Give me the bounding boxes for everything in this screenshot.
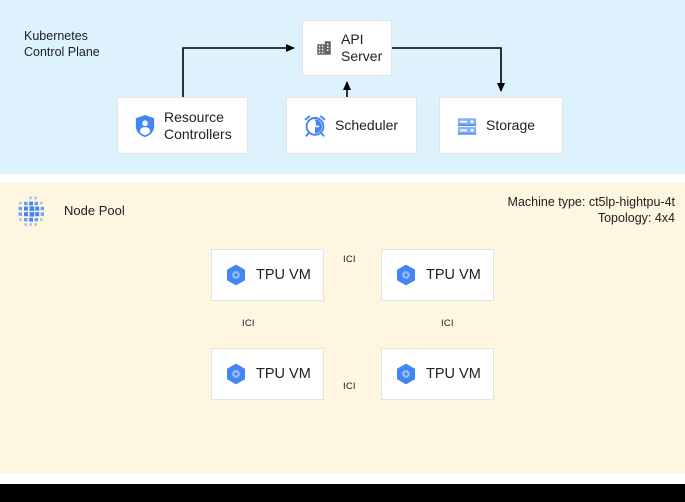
card-tpu-vm-3[interactable]: TPU VM [381,348,494,400]
machine-metadata: Machine type: ct5lp-hightpu-4t Topology:… [508,194,675,226]
card-resource-controllers-label: Resource Controllers [164,108,232,142]
tpu-hexagon-icon [226,363,246,385]
card-tpu-vm-1[interactable]: TPU VM [381,249,494,301]
topology-text: Topology: 4x4 [597,211,675,225]
node-pool-panel [0,183,685,473]
card-tpu-vm-1-label: TPU VM [426,266,481,283]
card-resource-controllers[interactable]: Resource Controllers [117,97,248,154]
server-rack-icon [456,115,478,137]
card-scheduler-label: Scheduler [335,117,399,133]
card-api-server-label: API Server [341,31,383,64]
tpu-hexagon-icon [396,264,416,286]
card-api-server[interactable]: API Server [302,20,392,76]
card-tpu-vm-0[interactable]: TPU VM [211,249,324,301]
card-tpu-vm-2[interactable]: TPU VM [211,348,324,400]
ici-label-right: ICI [441,318,454,329]
node-pool-label: Node Pool [64,203,125,218]
ici-label-bottom: ICI [343,381,356,392]
building-icon [315,39,333,57]
shield-person-icon [134,114,156,138]
card-storage[interactable]: Storage [439,97,563,154]
card-tpu-vm-3-label: TPU VM [426,365,481,382]
bottom-bar [0,484,685,502]
card-tpu-vm-2-label: TPU VM [256,365,311,382]
ici-label-top: ICI [343,254,356,265]
node-cluster-icon [14,194,50,230]
ici-label-left: ICI [242,318,255,329]
card-storage-label: Storage [486,117,536,133]
tpu-hexagon-icon [396,363,416,385]
card-tpu-vm-0-label: TPU VM [256,266,311,283]
alarm-clock-icon [303,114,327,138]
control-plane-title: Kubernetes Control Plane [24,29,100,59]
machine-type-text: Machine type: ct5lp-hightpu-4t [507,195,675,209]
tpu-hexagon-icon [226,264,246,286]
card-scheduler[interactable]: Scheduler [286,97,417,154]
